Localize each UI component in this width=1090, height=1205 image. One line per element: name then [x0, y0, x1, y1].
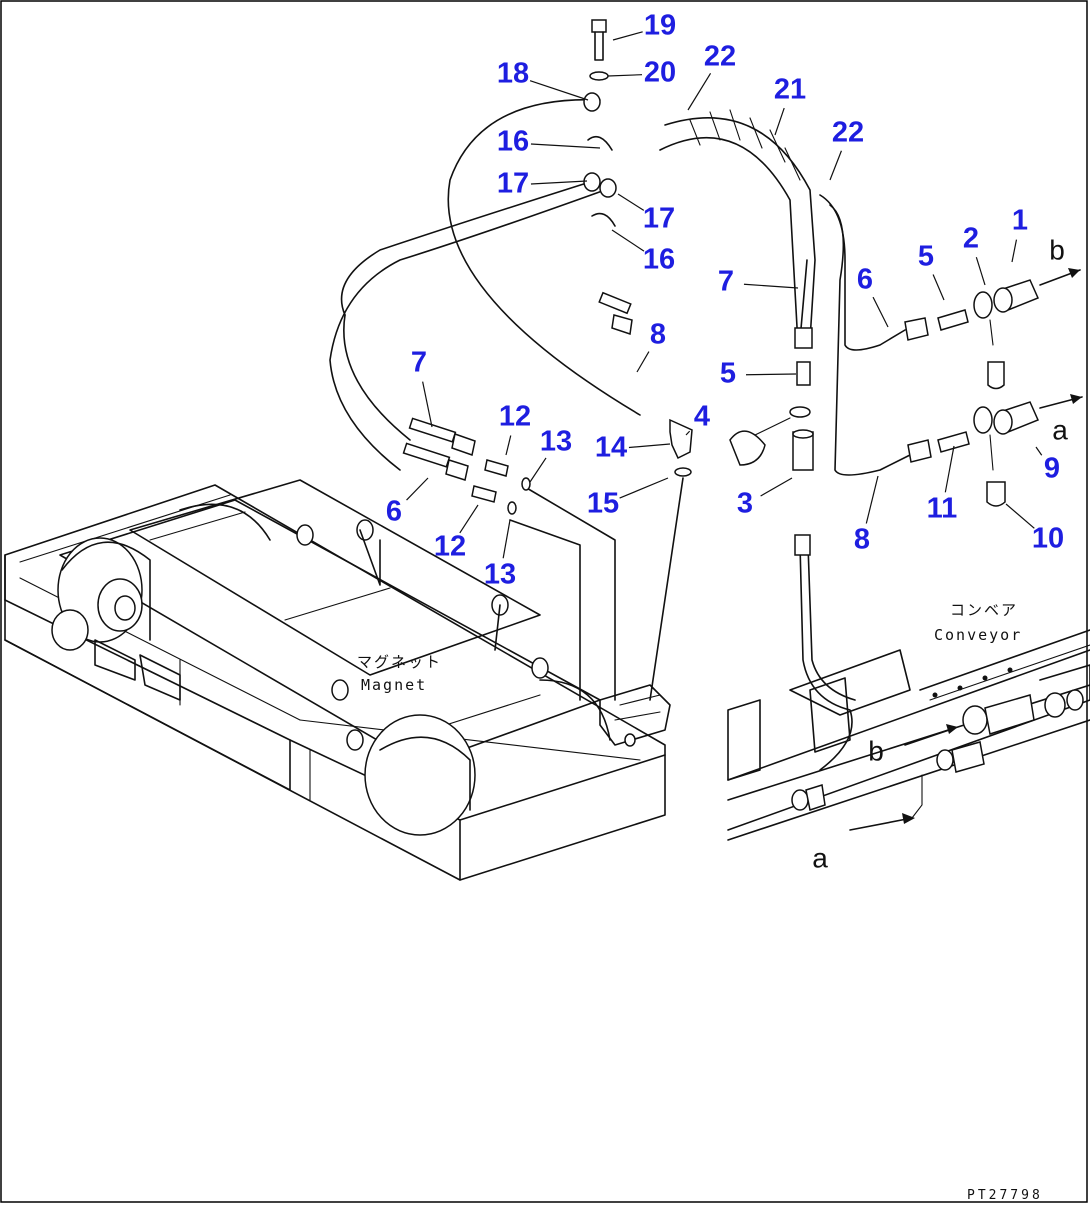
- leader-line: [502, 519, 511, 559]
- callout-20: 20: [644, 57, 676, 89]
- callout-21: 21: [774, 74, 806, 106]
- leader-line: [406, 477, 429, 501]
- leader-line: [1005, 503, 1035, 529]
- callout-leaders: [406, 31, 1043, 559]
- callout-15: 15: [587, 488, 619, 520]
- leader-line: [530, 180, 588, 185]
- leader-line: [745, 373, 797, 376]
- connection-letter-a: a: [1052, 414, 1068, 445]
- leader-line: [612, 31, 643, 41]
- conveyor-assembly: [727, 629, 1090, 841]
- leader-line: [529, 80, 589, 101]
- callout-17: 17: [497, 168, 529, 200]
- callout-10: 10: [1032, 523, 1064, 555]
- leader-line: [872, 296, 889, 328]
- callout-8: 8: [650, 319, 666, 351]
- leader-line: [459, 504, 479, 534]
- leader-line: [944, 445, 955, 493]
- callout-11: 11: [927, 493, 958, 525]
- magnet-assembly: [4, 479, 671, 881]
- callout-16: 16: [497, 126, 529, 158]
- fittings: [402, 19, 1083, 556]
- callout-12: 12: [434, 531, 466, 563]
- callout-22: 22: [832, 117, 864, 149]
- callout-17: 17: [643, 203, 675, 235]
- callout-numbers: 1234556677889101112121313141516161717181…: [386, 10, 1064, 591]
- connection-letters: b a b a: [812, 234, 1068, 873]
- callout-14: 14: [595, 432, 627, 464]
- callout-3: 3: [737, 488, 753, 520]
- leader-line: [685, 430, 691, 436]
- drawing-code: PT27798: [967, 1188, 1043, 1203]
- callout-19: 19: [644, 10, 676, 42]
- leader-line: [530, 143, 601, 149]
- callout-7: 7: [718, 266, 734, 298]
- leader-line: [607, 74, 643, 77]
- callout-13: 13: [540, 426, 572, 458]
- leader-line: [529, 457, 547, 483]
- hose-lines: [329, 98, 911, 771]
- callout-5: 5: [918, 241, 934, 273]
- conveyor-label-en: Conveyor: [934, 626, 1022, 644]
- leader-line: [687, 73, 712, 111]
- callout-4: 4: [694, 401, 710, 433]
- leader-line: [760, 477, 793, 497]
- leader-line: [743, 283, 799, 289]
- callout-16: 16: [643, 244, 675, 276]
- leader-line: [505, 435, 512, 456]
- magnet-label-en: Magnet: [361, 676, 427, 694]
- callout-9: 9: [1044, 453, 1060, 485]
- callout-6: 6: [857, 264, 873, 296]
- connection-letter-a: a: [812, 842, 828, 873]
- leader-line: [636, 351, 650, 373]
- connection-letter-b: b: [1049, 234, 1065, 265]
- leader-line: [932, 274, 945, 301]
- leader-line: [611, 229, 645, 252]
- leader-line: [1035, 446, 1043, 456]
- leader-line: [865, 475, 879, 524]
- callout-22: 22: [704, 41, 736, 73]
- leader-line: [1011, 239, 1018, 263]
- leader-line: [975, 257, 986, 286]
- leader-line: [617, 193, 645, 211]
- connection-letter-b: b: [868, 735, 884, 766]
- callout-12: 12: [499, 401, 531, 433]
- leader-line: [774, 107, 785, 136]
- callout-13: 13: [484, 559, 516, 591]
- callout-6: 6: [386, 496, 402, 528]
- magnet-label-jp: マグネット: [357, 653, 442, 671]
- callout-1: 1: [1012, 205, 1028, 237]
- leader-line: [829, 150, 842, 181]
- leader-line: [619, 477, 669, 499]
- callout-5: 5: [720, 358, 736, 390]
- leader-line: [628, 443, 671, 449]
- callout-18: 18: [497, 58, 529, 90]
- conveyor-label-jp: コンベア: [950, 601, 1018, 619]
- callout-2: 2: [963, 223, 979, 255]
- callout-8: 8: [854, 524, 870, 556]
- callout-7: 7: [411, 347, 427, 379]
- leader-line: [422, 381, 433, 428]
